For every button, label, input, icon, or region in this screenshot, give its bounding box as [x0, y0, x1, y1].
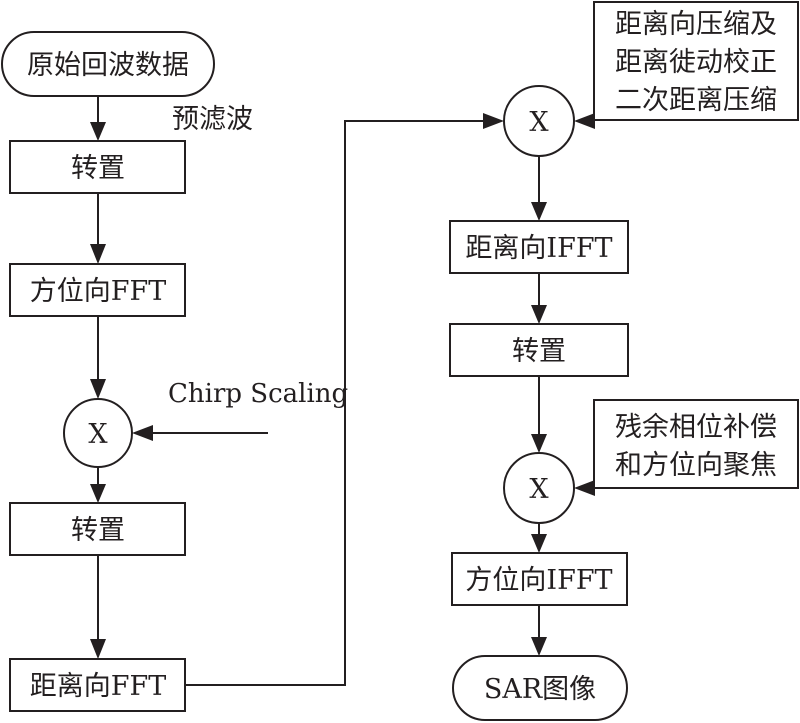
transpose2-label: 转置 [71, 515, 125, 546]
range-compression-line3: 二次距离压缩 [615, 85, 777, 116]
transpose2-box [9, 502, 186, 556]
azimuth-fft-label: 方位向FFT [30, 276, 166, 307]
arrowhead [90, 244, 106, 264]
residual-phase-line2: 和方位向聚焦 [615, 450, 777, 481]
range-compression-box [593, 1, 799, 121]
transpose1-box [9, 140, 186, 194]
range-fft-label: 距离向FFT [30, 671, 166, 702]
arrowhead [132, 425, 153, 441]
range-compression-line1: 距离向压缩及 [615, 9, 777, 40]
range-compression-line2: 距离徙动校正 [615, 47, 777, 78]
arrowhead [90, 122, 106, 141]
start-node-raw-echo-data [1, 31, 215, 97]
multiply3-label: X [529, 474, 549, 505]
arrowhead [531, 534, 547, 553]
range-ifft-box [449, 220, 629, 274]
arrowhead [531, 202, 547, 221]
start-node-label: 原始回波数据 [27, 50, 189, 81]
range-ifft-label: 距离向IFFT [465, 233, 612, 264]
arrowhead [531, 637, 547, 656]
chirp-scaling-label: Chirp Scaling [168, 379, 348, 409]
residual-phase-line1: 残余相位补偿 [615, 412, 777, 443]
arrowhead [531, 434, 547, 453]
end-node-label: SAR图像 [484, 674, 596, 705]
end-node-sar-image [452, 655, 628, 721]
arrowhead [574, 113, 595, 129]
residual-phase-box [593, 399, 799, 489]
azimuth-ifft-box [451, 552, 628, 606]
multiply2-label: X [529, 107, 549, 138]
arrowhead [483, 113, 504, 129]
range-fft-box [9, 658, 186, 712]
transpose1-label: 转置 [71, 153, 125, 184]
multiply1-label: X [88, 419, 108, 450]
connector-rangefft-to-multiply2 [185, 120, 490, 686]
transpose3-box [449, 323, 629, 377]
arrowhead [574, 480, 595, 496]
arrowhead [90, 379, 106, 399]
arrowhead [531, 305, 547, 324]
prefilter-label: 预滤波 [172, 104, 253, 135]
arrowhead [90, 484, 106, 503]
transpose3-label: 转置 [512, 336, 566, 367]
arrowhead [90, 639, 106, 659]
azimuth-ifft-label: 方位向IFFT [465, 565, 612, 596]
